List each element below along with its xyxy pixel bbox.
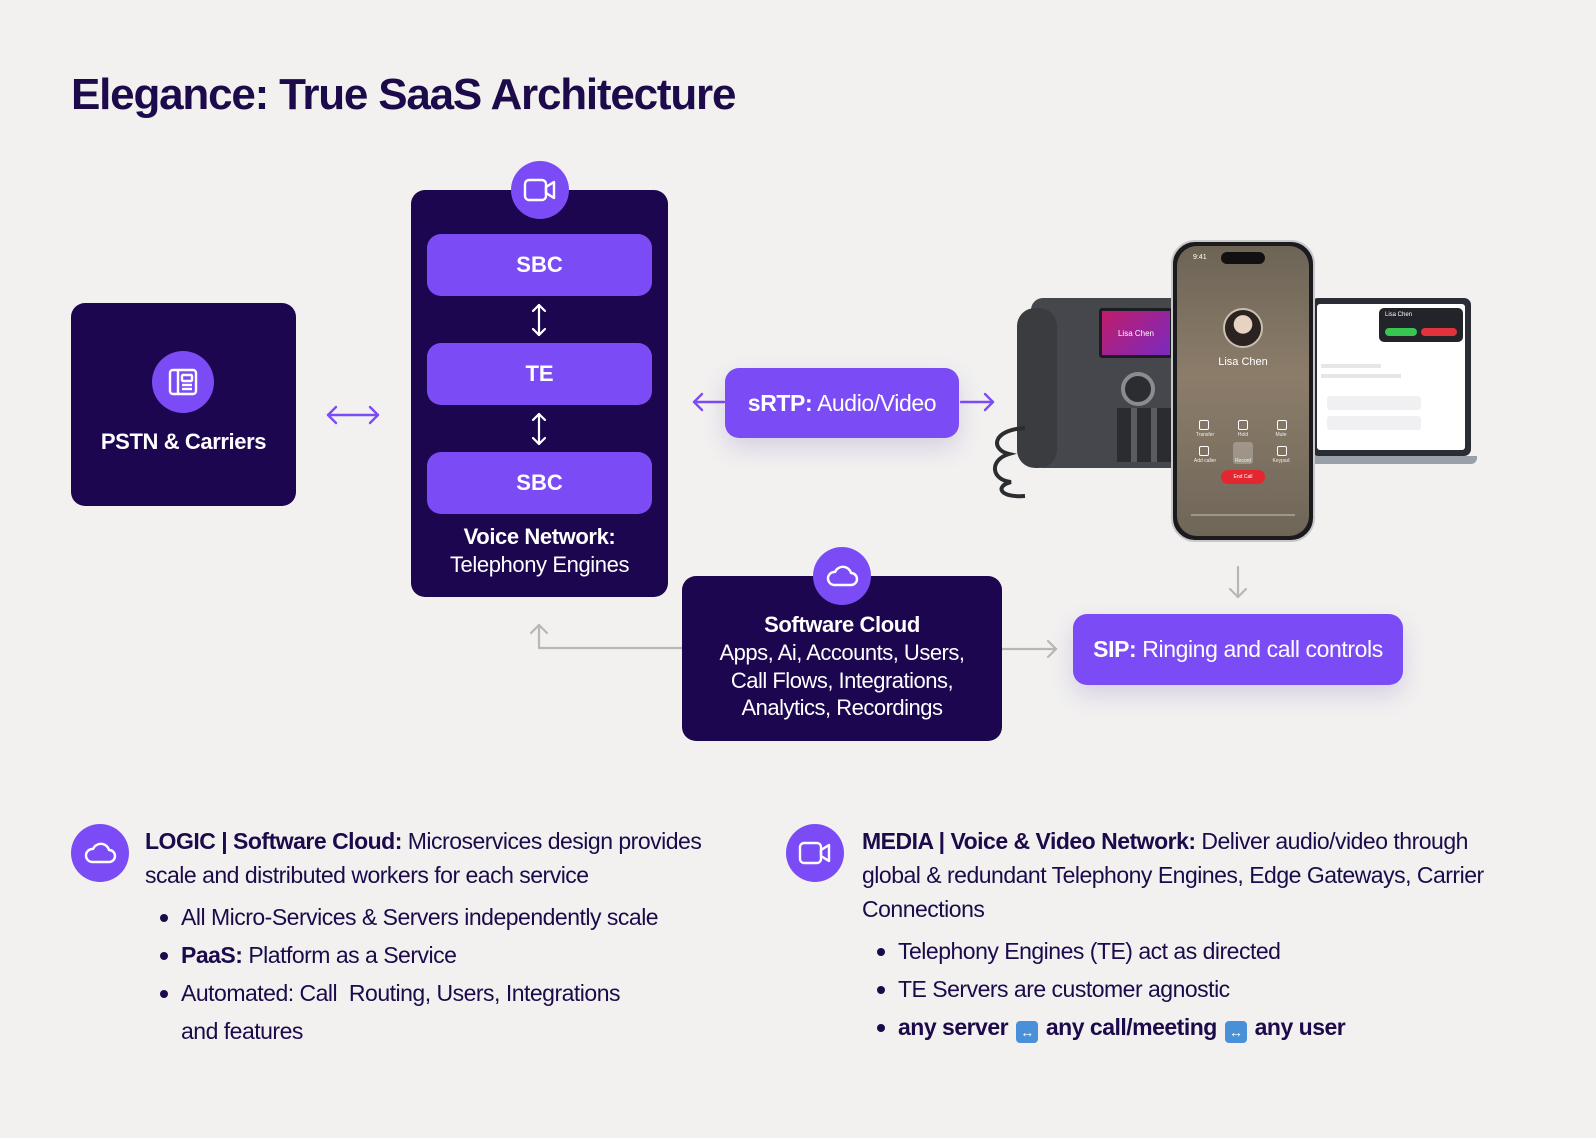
video-camera-icon	[786, 824, 844, 882]
logic-heading: LOGIC | Software Cloud: Microservices de…	[145, 824, 745, 892]
phonebook-icon	[152, 351, 214, 413]
sip-pill: SIP: Ringing and call controls	[1073, 614, 1403, 685]
list-item: any server ↔ any call/meeting ↔ any user	[862, 1008, 1492, 1046]
logic-heading-text: Microservices design provides scale and …	[145, 828, 708, 888]
laptop-screen: Lisa Chen	[1317, 304, 1465, 450]
srtp-pill: sRTP: Audio/Video	[725, 368, 959, 438]
caller-avatar	[1223, 308, 1263, 348]
ctl-add-caller[interactable]: Add caller	[1193, 458, 1217, 464]
voice-network-box: SBC TE SBC Voice Network: Telephony Engi…	[411, 190, 668, 597]
ctl-mute[interactable]: Mute	[1275, 432, 1287, 438]
software-cloud-line: Analytics, Recordings	[741, 695, 943, 720]
swap-arrow-icon: ↔	[1015, 1021, 1038, 1043]
desk-phone-caller: Lisa Chen	[1117, 329, 1155, 338]
end-call-button[interactable]: End Call	[1221, 470, 1265, 484]
bidirectional-arrow-icon	[326, 405, 380, 425]
list-item: TE Servers are customer agnostic	[862, 970, 1492, 1008]
sbc-block-bottom: SBC	[427, 452, 652, 514]
voice-network-label: Voice Network:	[463, 524, 616, 549]
laptop: Lisa Chen	[1305, 298, 1477, 470]
voice-network-sublabel: Telephony Engines	[449, 552, 630, 577]
left-arrow-icon	[692, 392, 726, 412]
logic-section: LOGIC | Software Cloud: Microservices de…	[145, 824, 745, 1050]
laptop-base	[1305, 456, 1477, 464]
srtp-label-bold: sRTP:	[747, 389, 813, 416]
ctl-hold[interactable]: Hold	[1237, 432, 1249, 438]
video-camera-icon	[511, 161, 569, 219]
connector-to-voice-network	[529, 623, 685, 650]
down-arrow-icon	[1228, 565, 1248, 599]
software-cloud-line: Apps, Ai, Accounts, Users,	[719, 640, 965, 665]
desk-phone-keypad	[1117, 408, 1179, 462]
cloud-icon	[71, 824, 129, 882]
list-item: PaaS: Platform as a Service	[145, 936, 745, 974]
te-block: TE	[427, 343, 652, 405]
list-item: Automated: Call Routing, Users, Integrat…	[145, 974, 645, 1050]
cloud-icon	[813, 547, 871, 605]
vertical-arrow-icon	[531, 412, 547, 446]
page-title: Elegance: True SaaS Architecture	[71, 70, 736, 119]
media-heading-text: Deliver audio/video through global & red…	[862, 828, 1490, 922]
media-bullets: Telephony Engines (TE) act as directed T…	[862, 932, 1492, 1046]
swap-arrow-icon: ↔	[1224, 1021, 1247, 1043]
sbc-block-top: SBC	[427, 234, 652, 296]
desk-phone-handset	[1017, 308, 1057, 468]
pstn-carriers-box: PSTN & Carriers	[71, 303, 296, 506]
list-item: Telephony Engines (TE) act as directed	[862, 932, 1492, 970]
connector-to-sip	[1000, 639, 1058, 659]
logic-heading-bold: LOGIC | Software Cloud:	[145, 828, 402, 854]
media-heading: MEDIA | Voice & Video Network: Deliver a…	[862, 824, 1492, 926]
status-time: 9:41	[1193, 254, 1207, 261]
ctl-transfer[interactable]: Transfer	[1195, 432, 1215, 438]
laptop-caller: Lisa Chen	[1385, 312, 1413, 318]
vertical-arrow-icon	[531, 303, 547, 337]
sip-label: Ringing and call controls	[1136, 636, 1383, 662]
right-arrow-icon	[959, 392, 995, 412]
srtp-label: Audio/Video	[812, 389, 937, 416]
ctl-keypad[interactable]: Keypad	[1272, 458, 1290, 464]
ctl-record[interactable]: Record	[1234, 458, 1252, 464]
software-cloud-title: Software Cloud	[764, 612, 920, 637]
pstn-label: PSTN & Carriers	[100, 429, 267, 454]
list-item: All Micro-Services & Servers independent…	[145, 898, 745, 936]
media-heading-bold: MEDIA | Voice & Video Network:	[862, 828, 1196, 854]
phone-cord	[993, 426, 1026, 499]
desk-phone-screen: Lisa Chen	[1099, 308, 1173, 358]
smartphone-screen: 9:41 Lisa Chen Transfer Hold Mute Add ca…	[1177, 246, 1309, 536]
caller-name: Lisa Chen	[1218, 356, 1268, 368]
logic-bullets: All Micro-Services & Servers independent…	[145, 898, 745, 1050]
media-section: MEDIA | Voice & Video Network: Deliver a…	[862, 824, 1492, 1046]
smartphone: 9:41 Lisa Chen Transfer Hold Mute Add ca…	[1171, 240, 1315, 542]
sip-label-bold: SIP:	[1093, 636, 1137, 662]
devices-illustration: Lisa Chen Lisa Chen 9:41 Lisa Chen Trans…	[985, 240, 1500, 545]
software-cloud-line: Call Flows, Integrations,	[730, 668, 954, 693]
